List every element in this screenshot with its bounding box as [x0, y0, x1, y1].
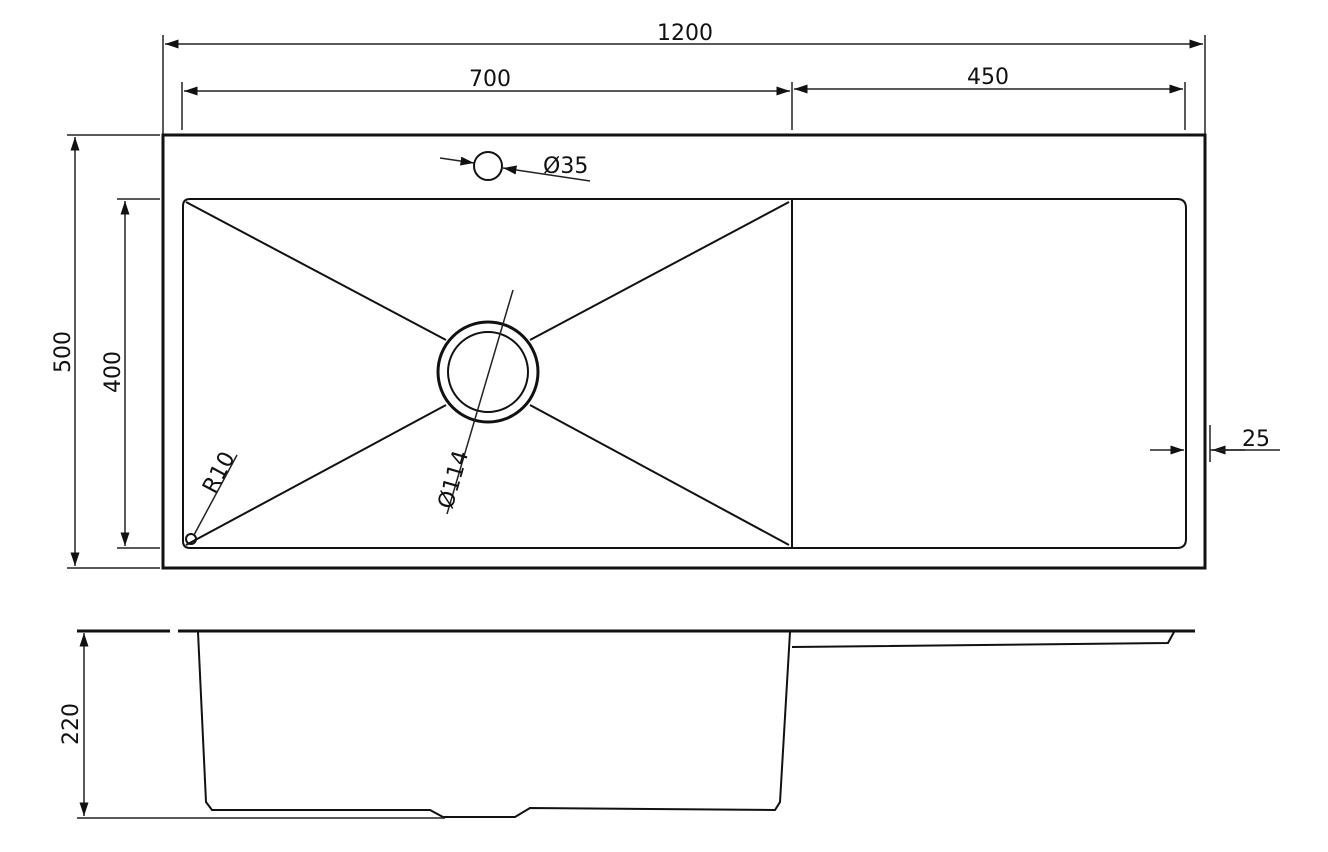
label-500: 500: [51, 331, 76, 373]
label-220: 220: [59, 703, 84, 745]
drain-inner-icon: [447, 331, 529, 413]
dimension-overall-depth: 500: [51, 134, 160, 569]
dimension-bowl-width: 700: [181, 67, 793, 130]
dimension-bowl-depth: 400: [101, 198, 160, 549]
bowl-profile: [197, 631, 791, 818]
sink-outline: [161, 133, 1207, 570]
label-1200: 1200: [657, 21, 713, 46]
top-view: Ø114 Ø35 R10: [161, 133, 1207, 570]
dimension-overall-width: 1200: [162, 21, 1206, 135]
label-700: 700: [469, 67, 511, 92]
label-drain: Ø114: [434, 448, 474, 512]
side-view: [77, 629, 1195, 819]
bowl-outline: [182, 198, 793, 549]
dimension-drainboard-width: 450: [794, 65, 1186, 130]
label-tap-hole: Ø35: [543, 154, 588, 179]
dimension-edge-margin: 25: [1150, 425, 1280, 462]
tap-hole-icon: [473, 151, 503, 181]
drain-outer-icon: [436, 320, 540, 424]
label-25: 25: [1242, 427, 1270, 452]
label-400: 400: [101, 351, 126, 393]
label-radius: R10: [198, 448, 240, 498]
label-450: 450: [967, 65, 1009, 90]
dimension-bowl-height: 220: [59, 633, 89, 816]
drainboard-profile: [791, 631, 1175, 648]
drainboard-outline: [792, 198, 1187, 549]
